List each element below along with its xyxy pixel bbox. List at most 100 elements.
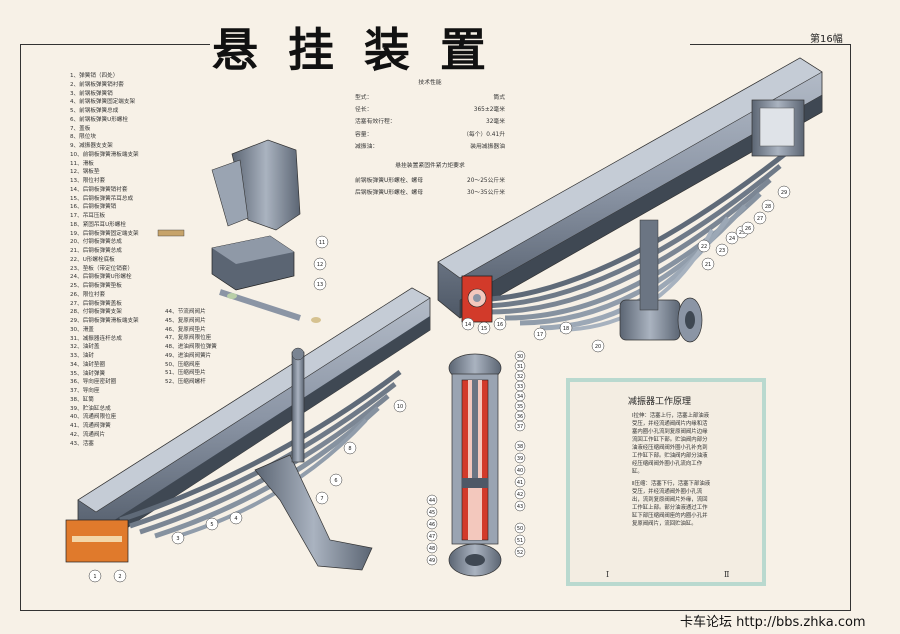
rear-axle-housing xyxy=(619,219,703,343)
svg-text:40: 40 xyxy=(517,468,523,474)
callout-16: 16 xyxy=(493,317,507,331)
spec-value: 32毫米 xyxy=(486,119,505,126)
svg-text:44: 44 xyxy=(429,498,435,504)
parts-list-item: 17、吊耳压板 xyxy=(70,213,106,219)
parts-list-item: 39、贮油缸总成 xyxy=(70,405,111,412)
parts-list-item: 13、限位衬套 xyxy=(70,178,106,184)
parts-list-item: 6、前钢板弹簧U形螺栓 xyxy=(70,116,128,123)
callout-24: 24 xyxy=(725,231,739,245)
shock-absorber-section xyxy=(448,353,502,577)
svg-text:27: 27 xyxy=(757,216,763,222)
svg-text:16: 16 xyxy=(497,322,503,328)
parts-list-item: 10、前钢板弹簧滑板端支架 xyxy=(70,151,139,158)
parts-list-item: 27、后钢板弹簧盖板 xyxy=(70,300,122,307)
callout-49: 49 xyxy=(426,554,438,566)
parts-list-item: 42、流通阀片 xyxy=(70,431,106,438)
parts-list-item: 43、活塞 xyxy=(70,440,94,447)
svg-text:46: 46 xyxy=(429,522,435,528)
parts-list-item: 12、钢板垫 xyxy=(70,169,100,176)
spec-row: 径长： 365±2毫米 xyxy=(355,104,505,113)
svg-text:3: 3 xyxy=(176,536,179,542)
callout-29: 29 xyxy=(777,185,791,199)
callout-26: 26 xyxy=(741,221,755,235)
svg-text:7: 7 xyxy=(320,496,323,502)
principle-label-1: Ⅰ xyxy=(606,570,610,579)
specs-heading: 技术性能 xyxy=(418,80,442,86)
callout-1: 1 xyxy=(88,569,102,583)
svg-text:50: 50 xyxy=(517,526,523,532)
parts-list-item: 51、压缩阀垫片 xyxy=(165,370,206,377)
callout-20: 20 xyxy=(591,339,605,353)
parts-list-item: 46、复原阀垫片 xyxy=(165,326,206,333)
svg-text:37: 37 xyxy=(517,424,523,430)
svg-text:8: 8 xyxy=(348,446,351,452)
spec-row: 型式：筒式 xyxy=(355,92,505,101)
svg-text:1: 1 xyxy=(93,574,96,580)
svg-text:28: 28 xyxy=(765,204,771,210)
callouts: 1 2 3 4 5 6 7 8 10 11 12 13 14 15 16 17 … xyxy=(88,185,791,583)
callout-14: 14 xyxy=(461,317,475,331)
parts-list-item: 1、弹簧销（四处） xyxy=(70,73,119,79)
callout-10: 10 xyxy=(393,399,407,413)
svg-text:49: 49 xyxy=(429,558,435,564)
parts-list-item: 35、油封弹簧 xyxy=(70,370,106,377)
svg-text:52: 52 xyxy=(517,550,523,556)
spec-label: 径长： xyxy=(355,107,373,114)
rear-frame-rail xyxy=(437,57,823,319)
parts-list-item: 45、复原阀阀片 xyxy=(165,317,206,324)
callout-5: 5 xyxy=(205,517,219,531)
svg-text:5: 5 xyxy=(210,522,213,528)
bottom-border xyxy=(20,610,851,611)
callout-48: 48 xyxy=(426,542,438,554)
parts-list-item: 41、流通阀弹簧 xyxy=(70,423,111,429)
principle-label-2: Ⅱ xyxy=(724,570,730,579)
parts-list-item: 18、紧固吊耳U形螺栓 xyxy=(70,221,126,228)
svg-text:33: 33 xyxy=(517,384,523,390)
spec-value: 筒式 xyxy=(493,95,505,101)
svg-text:22: 22 xyxy=(701,244,707,250)
parts-list-item: 19、后钢板弹簧固定端支架 xyxy=(70,230,139,237)
svg-text:36: 36 xyxy=(517,414,523,420)
spec-label: 后钢板弹簧U形螺栓、螺母 xyxy=(355,189,424,196)
parts-list-item: 8、限位块 xyxy=(70,134,96,141)
spec-value: 装用减振器油 xyxy=(470,143,505,150)
parts-list-item: 49、进油阀阀簧片 xyxy=(165,352,212,359)
spec-label: 活塞有效行程： xyxy=(355,119,396,126)
callout-8: 8 xyxy=(343,441,357,455)
svg-text:6: 6 xyxy=(334,478,337,484)
spec-label: 减振油： xyxy=(355,143,379,150)
parts-list-item: 29、后钢板弹簧滑板端支架 xyxy=(70,318,139,324)
callout-46: 46 xyxy=(426,518,438,530)
spec-value: 20～25公斤米 xyxy=(467,177,505,184)
callout-51: 51 xyxy=(514,534,526,546)
callout-23: 23 xyxy=(715,243,729,257)
principle-step-2: Ⅱ压缩：活塞下行，活塞下部油液受压，并经流通阀外圈小孔流出，流到复原阀阀片外缘，… xyxy=(632,481,711,527)
callout-33: 33 xyxy=(514,380,526,392)
callout-31: 31 xyxy=(514,360,526,372)
parts-list-item: 5、前钢板弹簧总成 xyxy=(70,108,119,114)
parts-list-item: 44、节流阀阀片 xyxy=(165,309,206,315)
callout-3: 3 xyxy=(171,531,185,545)
front-spring-cutaway xyxy=(65,519,129,563)
parts-list-item: 32、油封盖 xyxy=(70,344,100,351)
callout-47: 47 xyxy=(426,530,438,542)
callout-17: 17 xyxy=(533,327,547,341)
svg-text:45: 45 xyxy=(429,510,435,516)
svg-text:4: 4 xyxy=(234,516,237,522)
exploded-bracket xyxy=(211,139,301,231)
callout-27: 27 xyxy=(753,211,767,225)
parts-list-item: 37、导向座 xyxy=(70,388,100,394)
exploded-rubber-block xyxy=(211,235,295,291)
callout-4: 4 xyxy=(229,511,243,525)
svg-text:17: 17 xyxy=(537,332,543,338)
exploded-pin xyxy=(157,229,321,323)
parts-list-item: 24、后钢板弹簧U形螺栓 xyxy=(70,274,132,281)
svg-text:39: 39 xyxy=(517,456,523,462)
svg-text:15: 15 xyxy=(481,326,487,332)
spec-value: 365±2毫米 xyxy=(473,107,505,114)
callout-41: 41 xyxy=(514,476,526,488)
svg-text:21: 21 xyxy=(705,262,711,268)
parts-list-item: 48、进油阀限位弹簧 xyxy=(165,344,217,350)
